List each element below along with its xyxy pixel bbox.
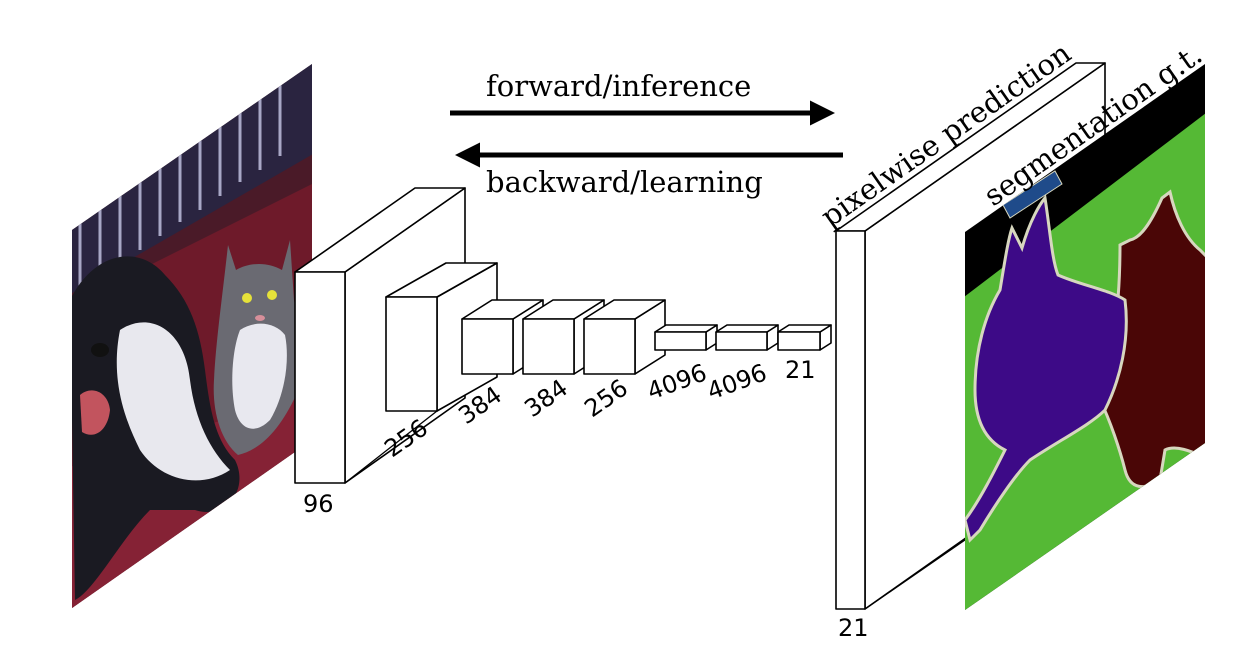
connector-lines: [344, 410, 966, 610]
input-photo: [72, 64, 312, 608]
layer-label-output: 21: [838, 614, 869, 642]
layer-block-conv1: [294, 187, 466, 484]
backward-label: backward/learning: [486, 165, 763, 199]
layer-block-fc6: [654, 324, 718, 351]
layer-label-fc7: 4096: [703, 358, 770, 405]
layer-block-conv5: [583, 299, 666, 375]
layer-label-conv1: 96: [303, 490, 334, 518]
forward-label: forward/inference: [486, 69, 751, 103]
layer-block-score: [777, 324, 832, 351]
layer-label-fc6: 4096: [643, 358, 710, 405]
layer-label-conv5: 256: [579, 374, 633, 423]
layer-label-conv4: 384: [519, 374, 573, 423]
layer-block-fc7: [715, 324, 779, 351]
layer-label-score: 21: [785, 356, 816, 384]
